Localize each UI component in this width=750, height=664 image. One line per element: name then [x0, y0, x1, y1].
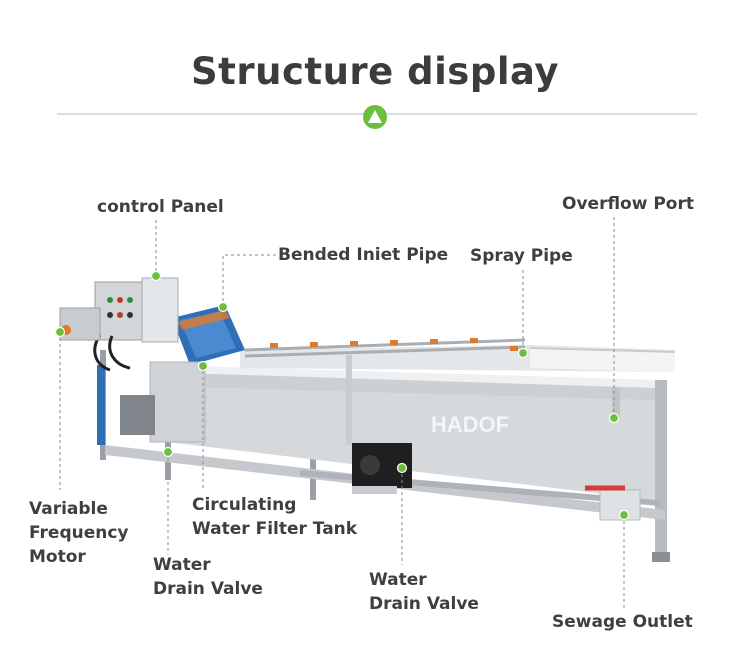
triangle-up-icon [363, 105, 387, 129]
label-line: Circulating [192, 495, 297, 515]
label-bended-inlet-pipe: Bended Iniet Pipe [278, 245, 449, 265]
label-line: Frequency [29, 523, 129, 543]
label-line: Drain Valve [153, 579, 263, 599]
green-dot-icon [162, 446, 174, 458]
label-line: Motor [29, 547, 86, 567]
green-dot-icon [396, 462, 408, 474]
label-line: Water [153, 555, 211, 575]
spray-pipes [244, 338, 526, 358]
page-title: Structure display [191, 50, 559, 93]
green-dot-icon [608, 412, 620, 424]
label-sewage-outlet: Sewage Outlet [552, 612, 693, 632]
label-variable-frequency-motor: Variable Frequency Motor [29, 497, 129, 569]
green-dot-icon [618, 509, 630, 521]
label-overflow-port: Overflow Port [562, 194, 694, 214]
green-dot-icon [217, 301, 229, 313]
callout-dots [54, 270, 630, 521]
callout-lines [59, 217, 625, 608]
label-water-drain-valve-left: Water Drain Valve [153, 553, 263, 601]
washer-machine: HADOF [59, 277, 676, 562]
label-line: Variable [29, 499, 108, 519]
label-control-panel: control Panel [97, 197, 224, 217]
green-dot-icon [197, 360, 209, 372]
brand-logo-text: HADOF [431, 412, 509, 437]
label-line: Drain Valve [369, 594, 479, 614]
green-dot-icon [517, 347, 529, 359]
green-dot-icon [54, 326, 66, 338]
label-line: Water Filter Tank [192, 519, 358, 539]
green-dot-icon [150, 270, 162, 282]
label-spray-pipe: Spray Pipe [470, 246, 573, 266]
label-line: Water [369, 570, 427, 590]
label-circulating-water-filter-tank: Circulating Water Filter Tank [192, 493, 357, 541]
label-water-drain-valve-right: Water Drain Valve [369, 568, 479, 616]
